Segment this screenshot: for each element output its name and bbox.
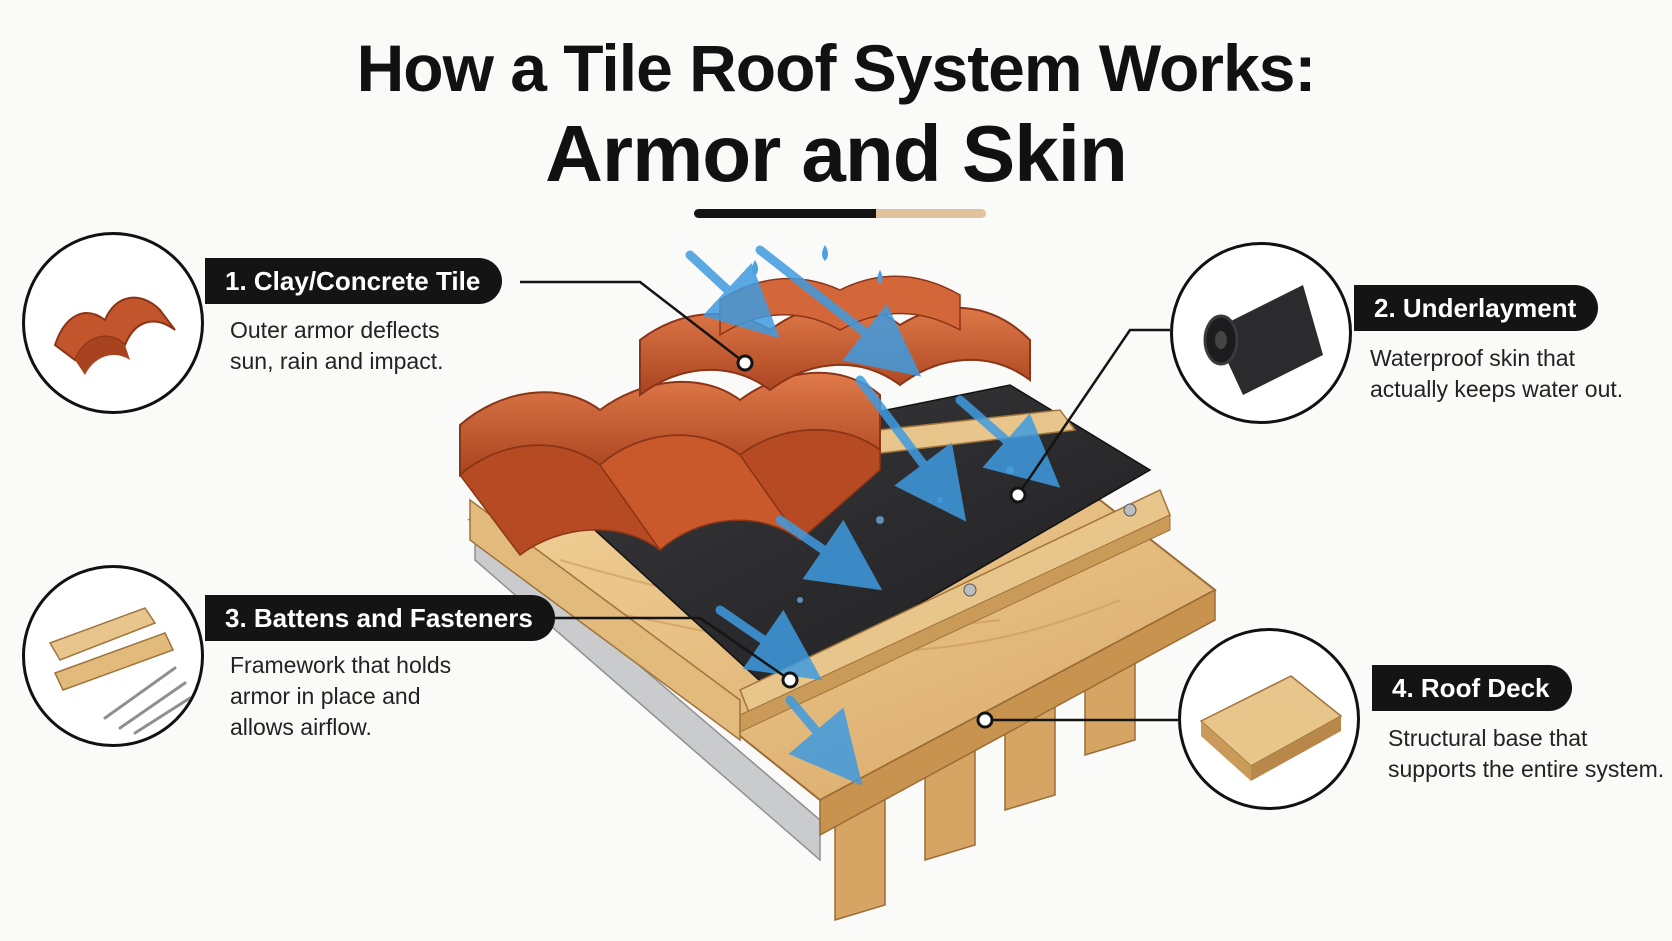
battens-nails-icon xyxy=(48,607,192,735)
leader-lines xyxy=(520,280,1178,729)
title-underline-dark xyxy=(694,209,876,218)
description-line: sun, rain and impact. xyxy=(230,348,444,374)
water-flow-arrows xyxy=(685,245,1061,786)
component-label-underlayment: 2. Underlayment xyxy=(1354,285,1599,331)
page-subtitle: Armor and Skin xyxy=(545,109,1128,198)
description-line: Outer armor deflects xyxy=(230,317,440,343)
description-line: supports the entire system. xyxy=(1388,756,1665,782)
title-underline xyxy=(694,209,986,218)
component-description-battens: Framework that holds armor in place and … xyxy=(230,650,451,743)
rain-drops xyxy=(752,245,883,284)
component-description-underlayment: Waterproof skin that actually keeps wate… xyxy=(1370,343,1623,405)
battens-thumbnail xyxy=(22,565,204,747)
battens-layer xyxy=(468,409,1171,742)
description-line: allows airflow. xyxy=(230,714,372,740)
description-line: Structural base that xyxy=(1388,725,1588,751)
description-line: Waterproof skin that xyxy=(1370,345,1575,371)
underlayment-roll-icon xyxy=(1203,285,1323,395)
clay-tile-thumbnail xyxy=(22,232,204,414)
plywood-board-icon xyxy=(1199,675,1343,781)
description-line: armor in place and xyxy=(230,683,421,709)
clay-tile-icon xyxy=(53,296,176,375)
component-label-tile: 1. Clay/Concrete Tile xyxy=(205,258,503,304)
component-label-battens: 3. Battens and Fasteners xyxy=(205,595,555,641)
component-label-roof-deck: 4. Roof Deck xyxy=(1372,665,1572,711)
drip-edge xyxy=(474,523,821,862)
page-title: How a Tile Roof System Works: xyxy=(356,31,1317,105)
title-underline-tan xyxy=(876,209,986,218)
description-line: actually keeps water out. xyxy=(1370,376,1624,402)
component-description-roof-deck: Structural base that supports the entire… xyxy=(1388,723,1664,785)
description-line: Framework that holds xyxy=(230,652,452,678)
roof-deck-thumbnail xyxy=(1178,628,1360,810)
component-description-tile: Outer armor deflects sun, rain and impac… xyxy=(230,315,444,377)
underlayment-thumbnail xyxy=(1170,242,1352,424)
